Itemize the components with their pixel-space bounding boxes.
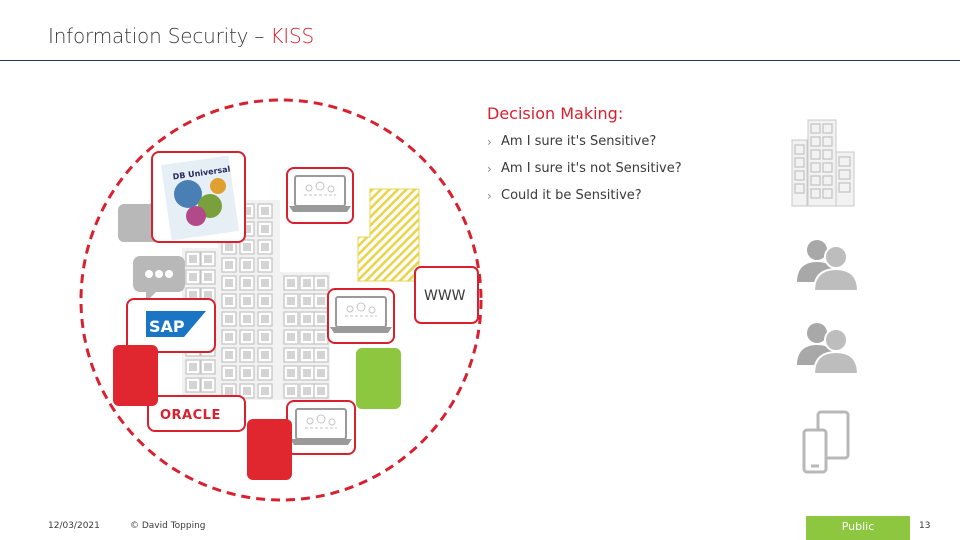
office-building-icon — [182, 200, 330, 400]
laptop-card-bottom — [286, 400, 356, 455]
laptop-icon — [288, 175, 352, 213]
sap-card: SAP — [126, 298, 216, 353]
not-sensitive-block — [356, 348, 401, 409]
header-divider — [0, 60, 960, 61]
question-text: Am I sure it's not Sensitive? — [501, 161, 682, 176]
classification-badge: Public — [806, 516, 910, 540]
question-text: Could it be Sensitive? — [501, 188, 642, 203]
question-text: Am I sure it's Sensitive? — [501, 134, 657, 149]
sensitive-block-left — [113, 345, 158, 406]
www-card: WWW — [414, 266, 479, 324]
laptop-icon — [289, 408, 353, 446]
page-number: 13 — [919, 521, 931, 531]
list-item: › Could it be Sensitive? — [487, 182, 682, 209]
sap-logo-text: SAP — [149, 317, 185, 336]
db-universal-card: DB Universal — [151, 151, 246, 243]
list-item: › Am I sure it's not Sensitive? — [487, 155, 682, 182]
footer-date: 12/03/2021 — [48, 521, 100, 531]
chevron-right-icon: › — [487, 134, 492, 149]
title-accent: KISS — [270, 24, 314, 48]
laptop-icon — [329, 296, 393, 334]
sensitive-block-bottom — [247, 419, 292, 480]
oracle-card: ORACLE — [147, 395, 246, 432]
scope-circle — [79, 98, 483, 502]
uncertain-data-block — [357, 188, 420, 282]
laptop-card-top — [286, 167, 354, 224]
decision-questions-list: › Am I sure it's Sensitive? › Am I sure it… — [487, 128, 682, 209]
mobile-devices-icon — [802, 410, 850, 474]
decision-making-heading: Decision Making: — [487, 104, 624, 123]
oracle-logo-text: ORACLE — [160, 408, 221, 423]
footer-copyright: © David Topping — [130, 521, 206, 531]
chat-bubble-icon — [133, 256, 185, 302]
www-label: WWW — [424, 288, 466, 304]
office-building-right-icon — [791, 119, 855, 207]
laptop-card-middle — [327, 288, 395, 344]
list-item: › Am I sure it's Sensitive? — [487, 128, 682, 155]
chevron-right-icon: › — [487, 188, 492, 203]
users-icon-2 — [797, 323, 860, 375]
page-title: Information Security – KISS — [48, 24, 314, 48]
users-icon — [797, 240, 860, 292]
chevron-right-icon: › — [487, 161, 492, 176]
title-prefix: Information Security – — [48, 24, 271, 48]
